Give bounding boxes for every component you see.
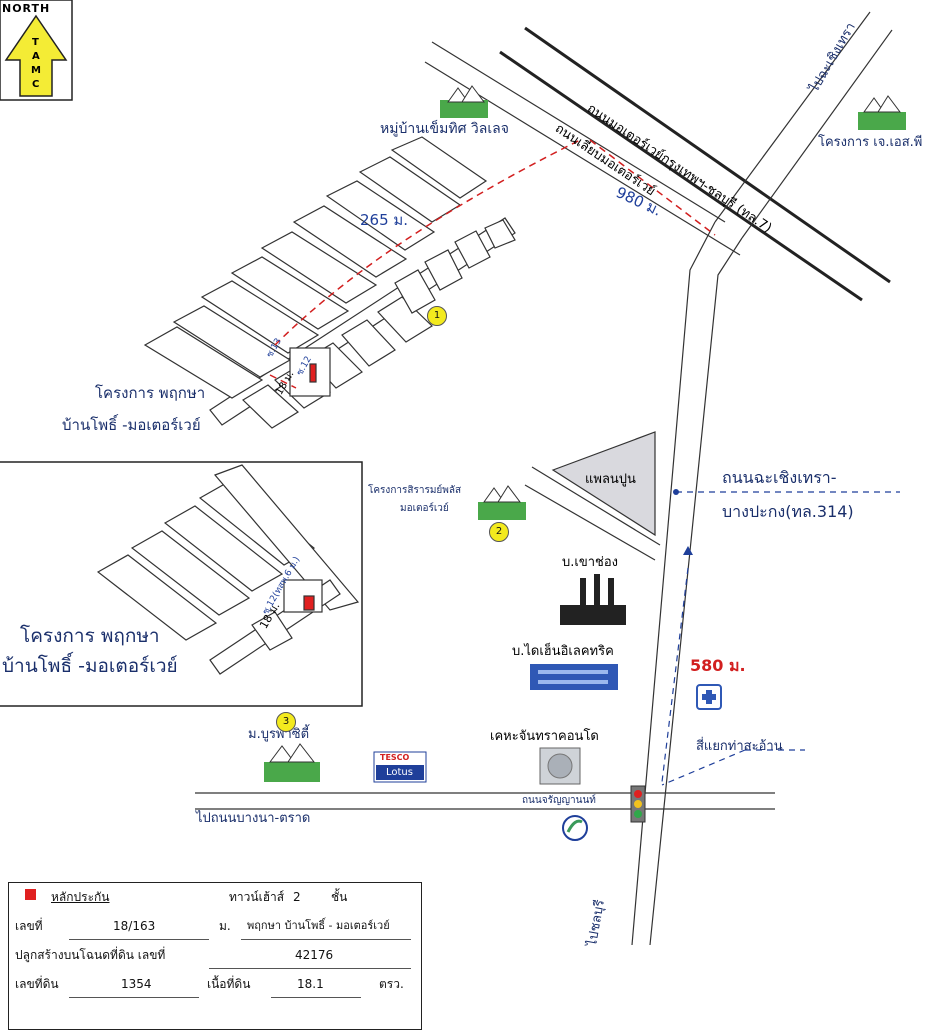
deed-value: 42176 [295, 948, 334, 962]
house-icon [478, 485, 526, 520]
floors-value: 2 [293, 890, 301, 904]
inset-map [0, 461, 363, 707]
legend-box: หลักประกัน ทาวน์เฮ้าส์ 2 ชั้น เลขที่ 18/… [8, 882, 422, 1030]
compass-m: M [31, 65, 41, 76]
compass-c: C [32, 79, 40, 90]
sirarom-label-line2: มอเตอร์เวย์ [400, 503, 449, 514]
inset-pruksa-label-line1: โครงการ พฤกษา [20, 625, 160, 647]
factory-icon [560, 574, 626, 625]
arrow-up-icon [683, 546, 693, 555]
marker-1: 1 [427, 306, 447, 326]
marker-2: 2 [489, 522, 509, 542]
charoen-road-label: ถนนจรัญญานนท์ [522, 795, 596, 806]
compass-a: A [32, 51, 40, 62]
road-point [673, 489, 679, 495]
to-bangna-label: ไปถนนบางนา-ตราด [196, 811, 311, 826]
house-type: ทาวน์เฮ้าส์ [229, 890, 285, 904]
road-314 [631, 221, 743, 946]
inset-pruksa-label-line2: บ้านโพธิ์ -มอเตอร์เวย์ [2, 655, 178, 677]
leader-lines [661, 491, 900, 786]
marker-3: 3 [276, 712, 296, 732]
house-icon [264, 743, 320, 782]
condo-label: เคหะจันทราคอนโด [490, 729, 599, 744]
floors-unit: ชั้น [331, 890, 348, 904]
distance-580: 580 ม. [690, 656, 746, 675]
deed-label: ปลูกสร้างบนโฉนดที่ดิน เลขที่ [15, 948, 166, 962]
project-js-label: โครงการ เจ.เอส.พี [818, 135, 923, 150]
condo-icon [539, 747, 581, 785]
road-314-label-line2: บางปะกง(ทล.314) [722, 502, 854, 521]
house-icon [858, 95, 906, 130]
land-no-value: 1354 [121, 977, 152, 991]
compass-t: T [32, 37, 39, 48]
village-label: หมู่บ้านเข็มทิศ วิลเลจ [380, 121, 509, 137]
house-no-value: 18/163 [113, 919, 156, 933]
khaochong-label: บ.เขาช่อง [562, 555, 618, 570]
road-plant [524, 466, 661, 561]
area-value: 18.1 [297, 977, 324, 991]
road-314-label-line1: ถนนฉะเชิงเทรา- [722, 468, 837, 487]
pruksa-label-line2: บ้านโพธิ์ -มอเตอร์เวย์ [62, 416, 201, 434]
pruksa-label-line1: โครงการ พฤกษา [95, 384, 206, 402]
area-label: เนื้อที่ดิน [207, 977, 251, 991]
moo-label: ม. [219, 919, 231, 933]
daihen-label: บ.ไดเฮ็นอิเลคทริค [512, 644, 614, 659]
tesco-text: TESCO [380, 753, 410, 762]
area-unit: ตรว. [379, 977, 404, 991]
road-bangna [195, 792, 775, 810]
hospital-icon [696, 684, 722, 710]
collateral-swatch [25, 889, 36, 900]
house-icon [440, 85, 488, 118]
distance-265: 265 ม. [360, 211, 409, 229]
moo-value: พฤกษา บ้านโพธิ์ - มอเตอร์เวย์ [247, 919, 390, 932]
house-no-label: เลขที่ [15, 919, 43, 933]
north-arrow-icon [0, 0, 73, 101]
land-no-label: เลขที่ดิน [15, 977, 59, 991]
cement-plant-area [551, 431, 656, 537]
junction-label: สี่แยกท่าสะอ้าน [696, 739, 783, 754]
distance-lines [269, 139, 716, 389]
road-chachoengsao-upper [714, 11, 893, 239]
sirarom-label-line1: โครงการสิรารมย์พลัส [368, 485, 462, 496]
cement-plant-label: แพลนปูน [585, 472, 636, 487]
building-icon [530, 664, 618, 690]
traffic-light-icon [630, 785, 646, 823]
collateral-label: หลักประกัน [51, 890, 110, 904]
buraphacity-label: ม.บูรพาซิตี้ [248, 727, 310, 742]
motorway-road [499, 26, 891, 302]
compass-north: NORTH [2, 2, 51, 15]
gas-station-icon [562, 815, 588, 841]
tesco-lotus-logo [373, 751, 427, 783]
lotus-text: Lotus [386, 767, 413, 778]
